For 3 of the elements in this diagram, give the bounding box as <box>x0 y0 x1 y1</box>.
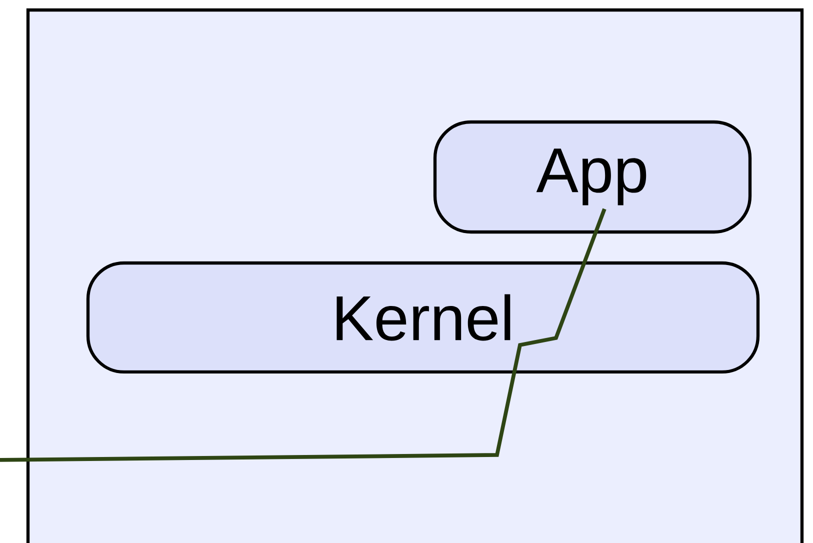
connector-line <box>0 208 606 462</box>
process-box: App <box>433 120 752 234</box>
process-box: Kernel <box>86 261 760 374</box>
